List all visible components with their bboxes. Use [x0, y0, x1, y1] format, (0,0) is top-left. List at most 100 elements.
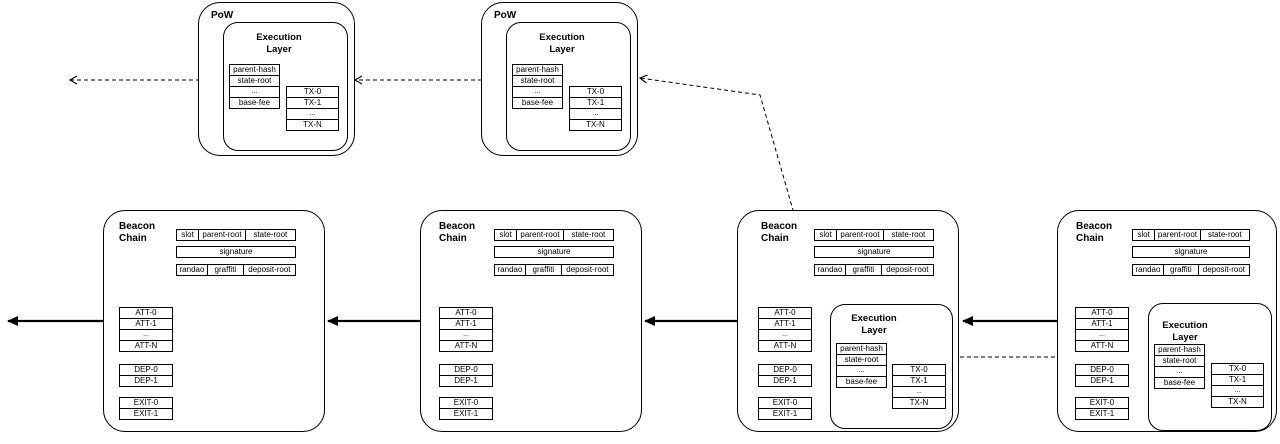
tx-cell: TX-0	[892, 364, 946, 376]
exit-cell: EXIT-1	[119, 409, 173, 420]
field-cell: parent-hash	[229, 64, 280, 76]
beacon-header-row: slot parent-root state-root	[1132, 229, 1250, 241]
tx-cell: ...	[286, 109, 339, 120]
execution-header-fields: parent-hash state-root ... base-fee	[229, 64, 280, 109]
execution-header-fields: parent-hash state-root ... base-fee	[836, 343, 887, 388]
tx-cell: ...	[569, 109, 622, 120]
deposit-list: DEP-0 DEP-1	[439, 364, 493, 387]
tx-cell: TX-N	[286, 120, 339, 131]
tx-cell: ...	[1211, 386, 1264, 397]
transaction-list: TX-0 TX-1 ... TX-N	[569, 86, 622, 131]
deposit-root-cell: deposit-root	[881, 264, 934, 276]
exit-cell: EXIT-0	[1075, 397, 1129, 409]
att-cell: ATT-0	[119, 307, 173, 319]
slot-cell: slot	[1132, 229, 1156, 241]
exit-cell: EXIT-0	[758, 397, 812, 409]
field-cell: base-fee	[512, 98, 563, 109]
randao-cell: randao	[176, 264, 208, 276]
tx-cell: TX-1	[286, 98, 339, 109]
field-cell: parent-hash	[836, 343, 887, 355]
execution-layer: Execution Layer parent-hash state-root .…	[223, 22, 348, 151]
attestation-list: ATT-0 ATT-1 ... ATT-N	[119, 307, 173, 352]
beacon-header-row: randao graffiti deposit-root	[814, 264, 934, 276]
att-cell: ATT-1	[758, 319, 812, 330]
att-cell: ...	[119, 330, 173, 341]
tx-cell: TX-1	[1211, 375, 1264, 386]
beacon-block: Beacon Chain slot parent-root state-root…	[1057, 210, 1277, 432]
dep-cell: DEP-1	[439, 376, 493, 387]
beacon-header-row: slot parent-root state-root	[814, 229, 934, 241]
tx-cell: TX-N	[1211, 397, 1264, 408]
slot-cell: slot	[814, 229, 838, 241]
att-cell: ATT-N	[1075, 341, 1129, 352]
field-cell: ...	[1154, 367, 1205, 378]
block-title: Beacon Chain	[119, 221, 156, 244]
field-cell: ...	[229, 87, 280, 98]
field-cell: parent-hash	[1154, 344, 1205, 356]
att-cell: ATT-0	[1075, 307, 1129, 319]
tx-cell: TX-0	[1211, 363, 1264, 375]
deposit-root-cell: deposit-root	[561, 264, 614, 276]
pow-block: PoW Execution Layer parent-hash state-ro…	[198, 2, 355, 156]
field-cell: state-root	[512, 76, 563, 87]
field-cell: parent-hash	[512, 64, 563, 76]
pow-block: PoW Execution Layer parent-hash state-ro…	[481, 2, 638, 156]
dep-cell: DEP-0	[1075, 364, 1129, 376]
parent-root-cell: parent-root	[199, 229, 246, 241]
state-root-cell: state-root	[1200, 229, 1250, 241]
parent-root-cell: parent-root	[517, 229, 564, 241]
graffiti-cell: graffiti	[845, 264, 882, 276]
att-cell: ATT-1	[439, 319, 493, 330]
parent-root-cell: parent-root	[837, 229, 884, 241]
att-cell: ATT-N	[758, 341, 812, 352]
deposit-root-cell: deposit-root	[1198, 264, 1250, 276]
exit-cell: EXIT-0	[439, 397, 493, 409]
randao-cell: randao	[814, 264, 846, 276]
att-cell: ATT-0	[758, 307, 812, 319]
att-cell: ...	[758, 330, 812, 341]
exit-cell: EXIT-1	[439, 409, 493, 420]
att-cell: ...	[439, 330, 493, 341]
field-cell: ...	[512, 87, 563, 98]
execution-layer: Execution Layer parent-hash state-root .…	[1148, 303, 1272, 431]
exit-list: EXIT-0 EXIT-1	[758, 397, 812, 420]
graffiti-cell: graffiti	[525, 264, 562, 276]
exit-list: EXIT-0 EXIT-1	[119, 397, 173, 420]
exit-list: EXIT-0 EXIT-1	[439, 397, 493, 420]
execution-layer-title: Execution Layer	[851, 313, 897, 336]
exit-cell: EXIT-0	[119, 397, 173, 409]
exit-cell: EXIT-1	[758, 409, 812, 420]
dep-cell: DEP-0	[119, 364, 173, 376]
att-cell: ATT-N	[119, 341, 173, 352]
attestation-list: ATT-0 ATT-1 ... ATT-N	[1075, 307, 1129, 352]
signature-cell: signature	[814, 246, 934, 258]
dep-cell: DEP-1	[758, 376, 812, 387]
tx-cell: TX-0	[569, 86, 622, 98]
dep-cell: DEP-1	[119, 376, 173, 387]
tx-cell: ...	[892, 387, 946, 398]
attestation-list: ATT-0 ATT-1 ... ATT-N	[758, 307, 812, 352]
field-cell: base-fee	[229, 98, 280, 109]
exit-list: EXIT-0 EXIT-1	[1075, 397, 1129, 420]
tx-cell: TX-N	[569, 120, 622, 131]
att-cell: ...	[1075, 330, 1129, 341]
parent-root-cell: parent-root	[1155, 229, 1201, 241]
beacon-header-row: randao graffiti deposit-root	[1132, 264, 1250, 276]
dep-cell: DEP-0	[758, 364, 812, 376]
field-cell: base-fee	[1154, 378, 1205, 389]
state-root-cell: state-root	[883, 229, 934, 241]
beacon-header-row: randao graffiti deposit-root	[494, 264, 614, 276]
block-title: Beacon Chain	[1076, 221, 1113, 244]
block-title: Beacon Chain	[761, 221, 798, 244]
signature-cell: signature	[1132, 246, 1250, 258]
execution-layer: Execution Layer parent-hash state-root .…	[830, 304, 953, 429]
execution-layer: Execution Layer parent-hash state-root .…	[506, 22, 631, 151]
slot-cell: slot	[494, 229, 518, 241]
transaction-list: TX-0 TX-1 ... TX-N	[892, 364, 946, 409]
att-cell: ATT-0	[439, 307, 493, 319]
dep-cell: DEP-0	[439, 364, 493, 376]
block-title: PoW	[211, 10, 234, 21]
beacon-header-row: randao graffiti deposit-root	[176, 264, 296, 276]
beacon-block: Beacon Chain slot parent-root state-root…	[737, 210, 959, 432]
